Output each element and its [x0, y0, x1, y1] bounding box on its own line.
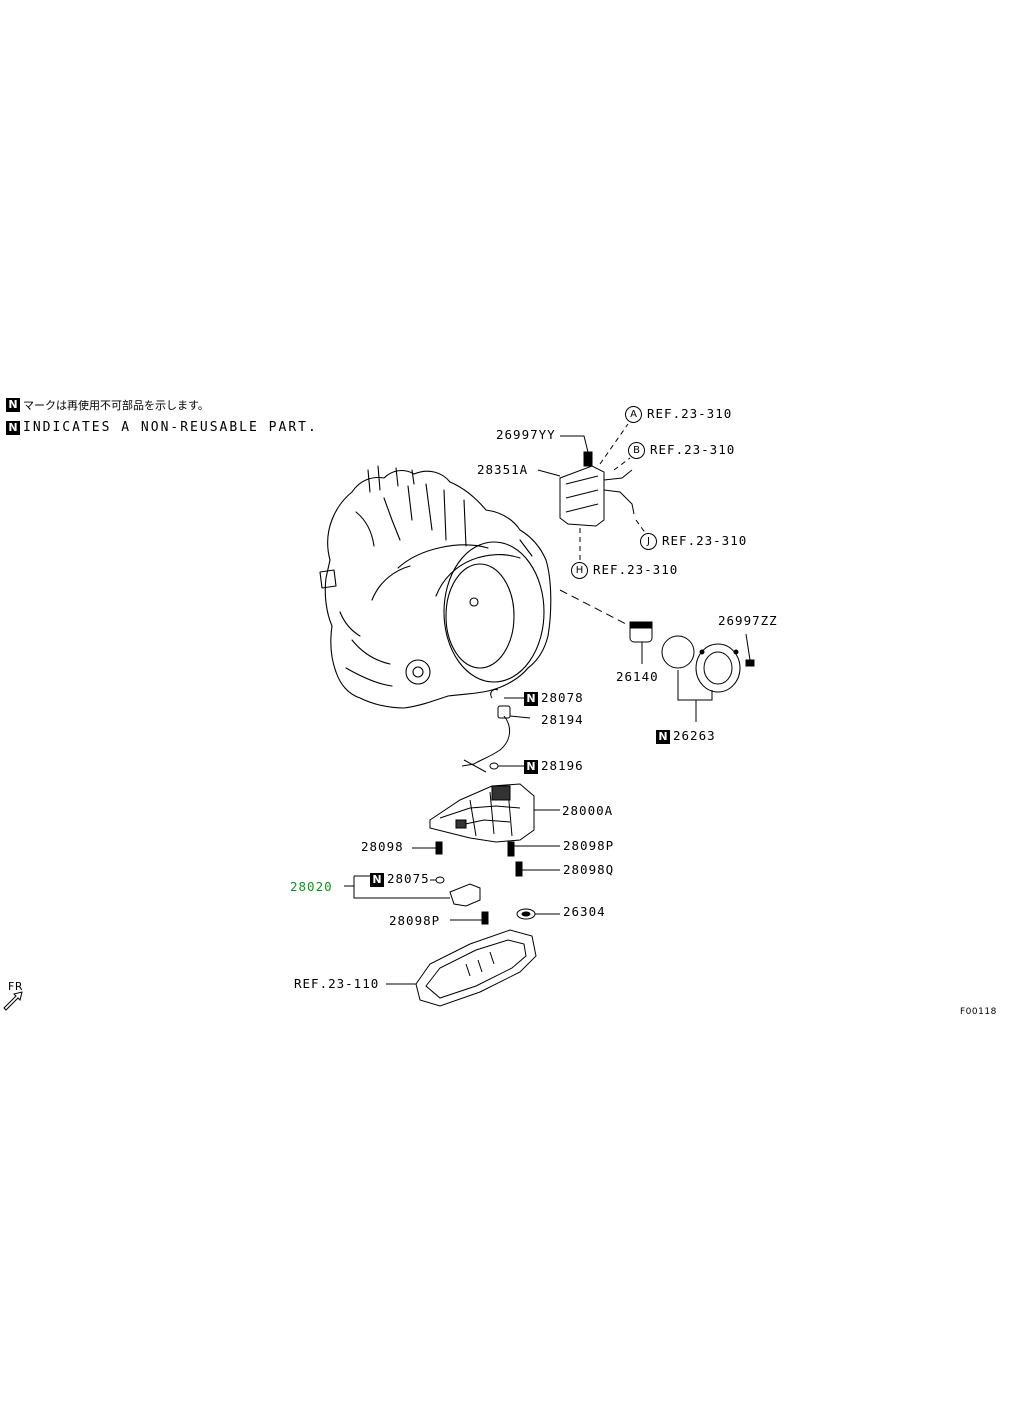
non-reusable-mark-icon: N: [524, 759, 538, 774]
valve-body-drawing: [429, 783, 535, 843]
part-28098[interactable]: 28098: [361, 839, 404, 854]
non-reusable-mark-icon: N: [6, 398, 20, 412]
non-reusable-mark-icon: N: [6, 420, 20, 435]
part-26997ZZ[interactable]: 26997ZZ: [718, 613, 778, 628]
harness-drawing: [461, 715, 510, 767]
ref-j-marker: J: [640, 533, 657, 550]
part-26304[interactable]: 26304: [563, 904, 606, 919]
part-28098Q[interactable]: 28098Q: [563, 862, 615, 877]
oil-cooler-drawing: [559, 465, 605, 527]
non-reusable-mark-icon: N: [656, 729, 670, 744]
fr-label: FR: [8, 980, 23, 993]
part-28020-highlighted[interactable]: 28020: [290, 879, 333, 894]
part-28098P-upper[interactable]: 28098P: [563, 838, 615, 853]
fr-arrow-icon: [3, 991, 23, 1011]
oil-pan-drawing: [415, 929, 537, 1007]
part-28000A[interactable]: 28000A: [562, 803, 614, 818]
part-26140[interactable]: 26140: [616, 669, 659, 684]
non-reusable-mark-icon: N: [524, 691, 538, 706]
ref-h-marker: H: [571, 562, 588, 579]
transaxle-case-drawing: [324, 469, 552, 709]
part-28098P-lower[interactable]: 28098P: [389, 913, 441, 928]
part-28351A[interactable]: 28351A: [477, 462, 529, 477]
part-26997YY[interactable]: 26997YY: [496, 427, 556, 442]
non-reusable-mark-icon: N: [370, 872, 384, 887]
part-28194[interactable]: 28194: [541, 712, 584, 727]
ref-a-marker: A: [625, 406, 642, 423]
ref-pan-callout[interactable]: REF.23-110: [294, 976, 380, 991]
figure-code: F00118: [960, 1007, 997, 1017]
ref-b-marker: B: [628, 442, 645, 459]
